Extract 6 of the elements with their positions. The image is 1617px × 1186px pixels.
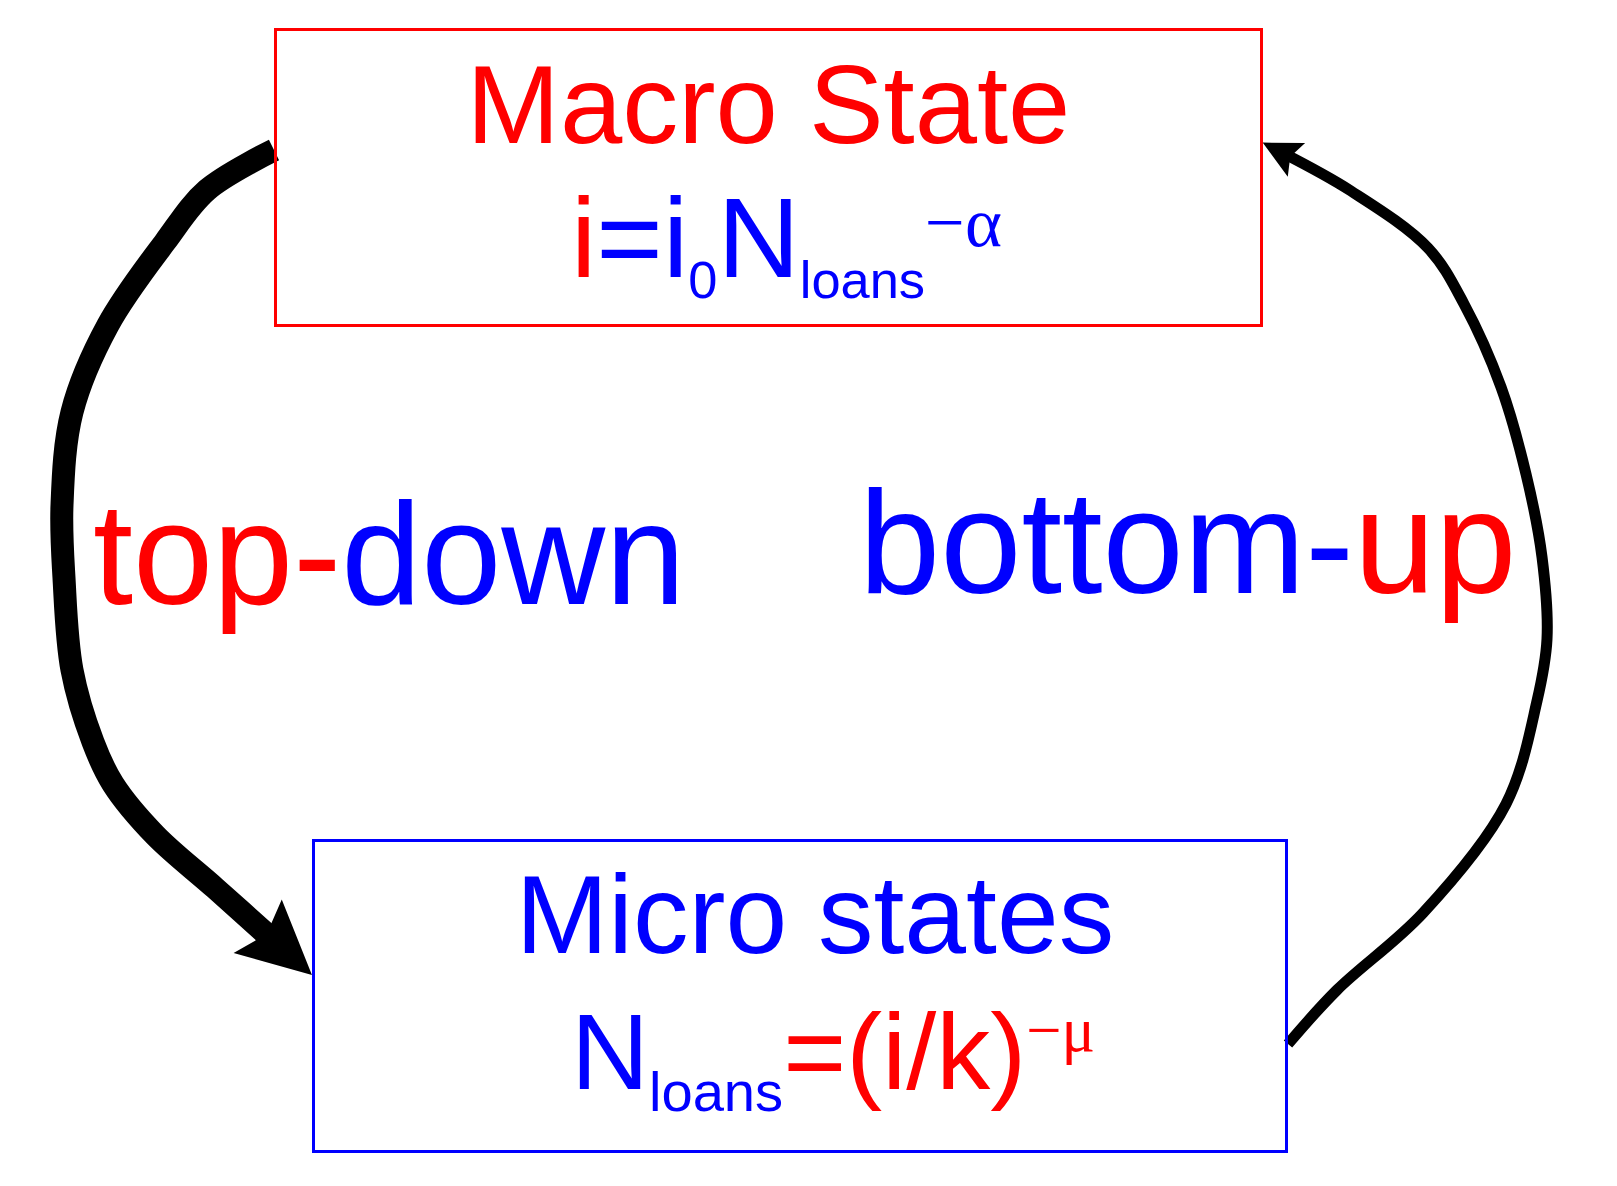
state-box bbox=[312, 839, 1288, 1153]
curved-arrow bbox=[50, 139, 312, 975]
box-title: Macro State bbox=[466, 41, 1071, 169]
box-title: Micro states bbox=[515, 852, 1115, 979]
formula: N$_{loans}$=(i/k)$^{−μ}$ bbox=[570, 990, 1096, 1123]
state-box bbox=[274, 28, 1263, 327]
